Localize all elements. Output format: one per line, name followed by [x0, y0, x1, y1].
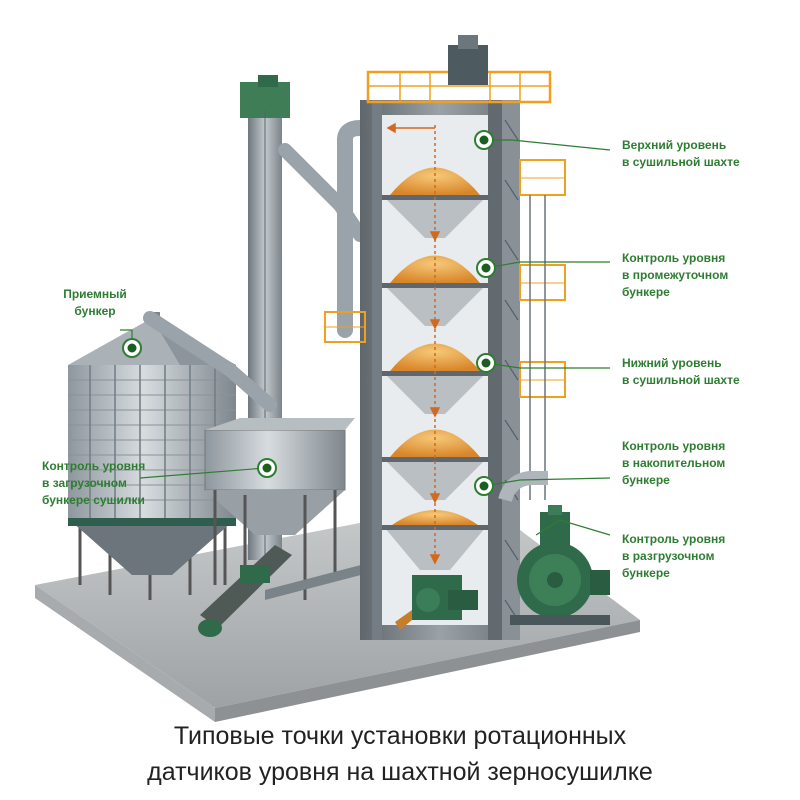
callout-line: Контроль уровня [622, 251, 726, 265]
sensor-marker-icon [257, 458, 277, 478]
side-platforms [324, 159, 566, 398]
callout-line: в сушильной шахте [622, 155, 740, 169]
callout-lower-level: Нижний уровень в сушильной шахте [622, 355, 740, 389]
callout-line: бункере [622, 473, 670, 487]
grain-layers [382, 167, 488, 570]
callout-discharge-hopper: Контроль уровня в разгрузочном бункере [622, 531, 725, 582]
leader-lines [120, 139, 611, 536]
callout-loading-hopper: Контроль уровня в загрузочном бункере су… [42, 458, 152, 509]
callout-line: бункере [622, 285, 670, 299]
fan-unit [498, 471, 610, 625]
callout-line: Контроль уровня [622, 532, 726, 546]
callout-line: бункер [74, 304, 116, 318]
callout-line: в сушильной шахте [622, 373, 740, 387]
bottom-conveyor [198, 545, 380, 637]
sensor-marker-icon [476, 353, 496, 373]
ladder [529, 195, 546, 500]
callout-upper-level: Верхний уровень в сушильной шахте [622, 137, 740, 171]
caption-line-2: датчиков уровня на шахтной зерносушилке [147, 758, 653, 786]
callout-line: в промежуточном [622, 268, 729, 282]
chutes [143, 120, 388, 412]
top-platform [366, 35, 552, 104]
callout-line: бункере сушилки [42, 493, 145, 507]
callout-storage-hopper: Контроль уровня в накопительном бункере [622, 438, 725, 489]
callout-line: Приемный [63, 287, 127, 301]
sensor-marker-icon [122, 338, 142, 358]
callout-line: в накопительном [622, 456, 726, 470]
sensor-marker-icon [474, 476, 494, 496]
discharge-unit [395, 575, 478, 630]
callout-line: бункере [622, 566, 670, 580]
loading-hopper [204, 418, 355, 600]
sensor-marker-icon [476, 258, 496, 278]
caption-line-1: Типовые точки установки ротационных [173, 722, 627, 750]
callout-receiving-hopper: Приемный бункер [60, 286, 130, 320]
drying-tower [360, 35, 552, 640]
callout-line: Контроль уровня [622, 439, 726, 453]
callout-line: в разгрузочном [622, 549, 715, 563]
callout-intermediate-hopper: Контроль уровня в промежуточном бункере [622, 250, 728, 301]
flow-arrow-icon [386, 122, 441, 565]
sensor-marker-icon [474, 130, 494, 150]
callout-line: в загрузочном [42, 476, 127, 490]
callout-line: Нижний уровень [622, 356, 722, 370]
callout-line: Верхний уровень [622, 138, 727, 152]
callout-line: Контроль уровня [42, 459, 146, 473]
